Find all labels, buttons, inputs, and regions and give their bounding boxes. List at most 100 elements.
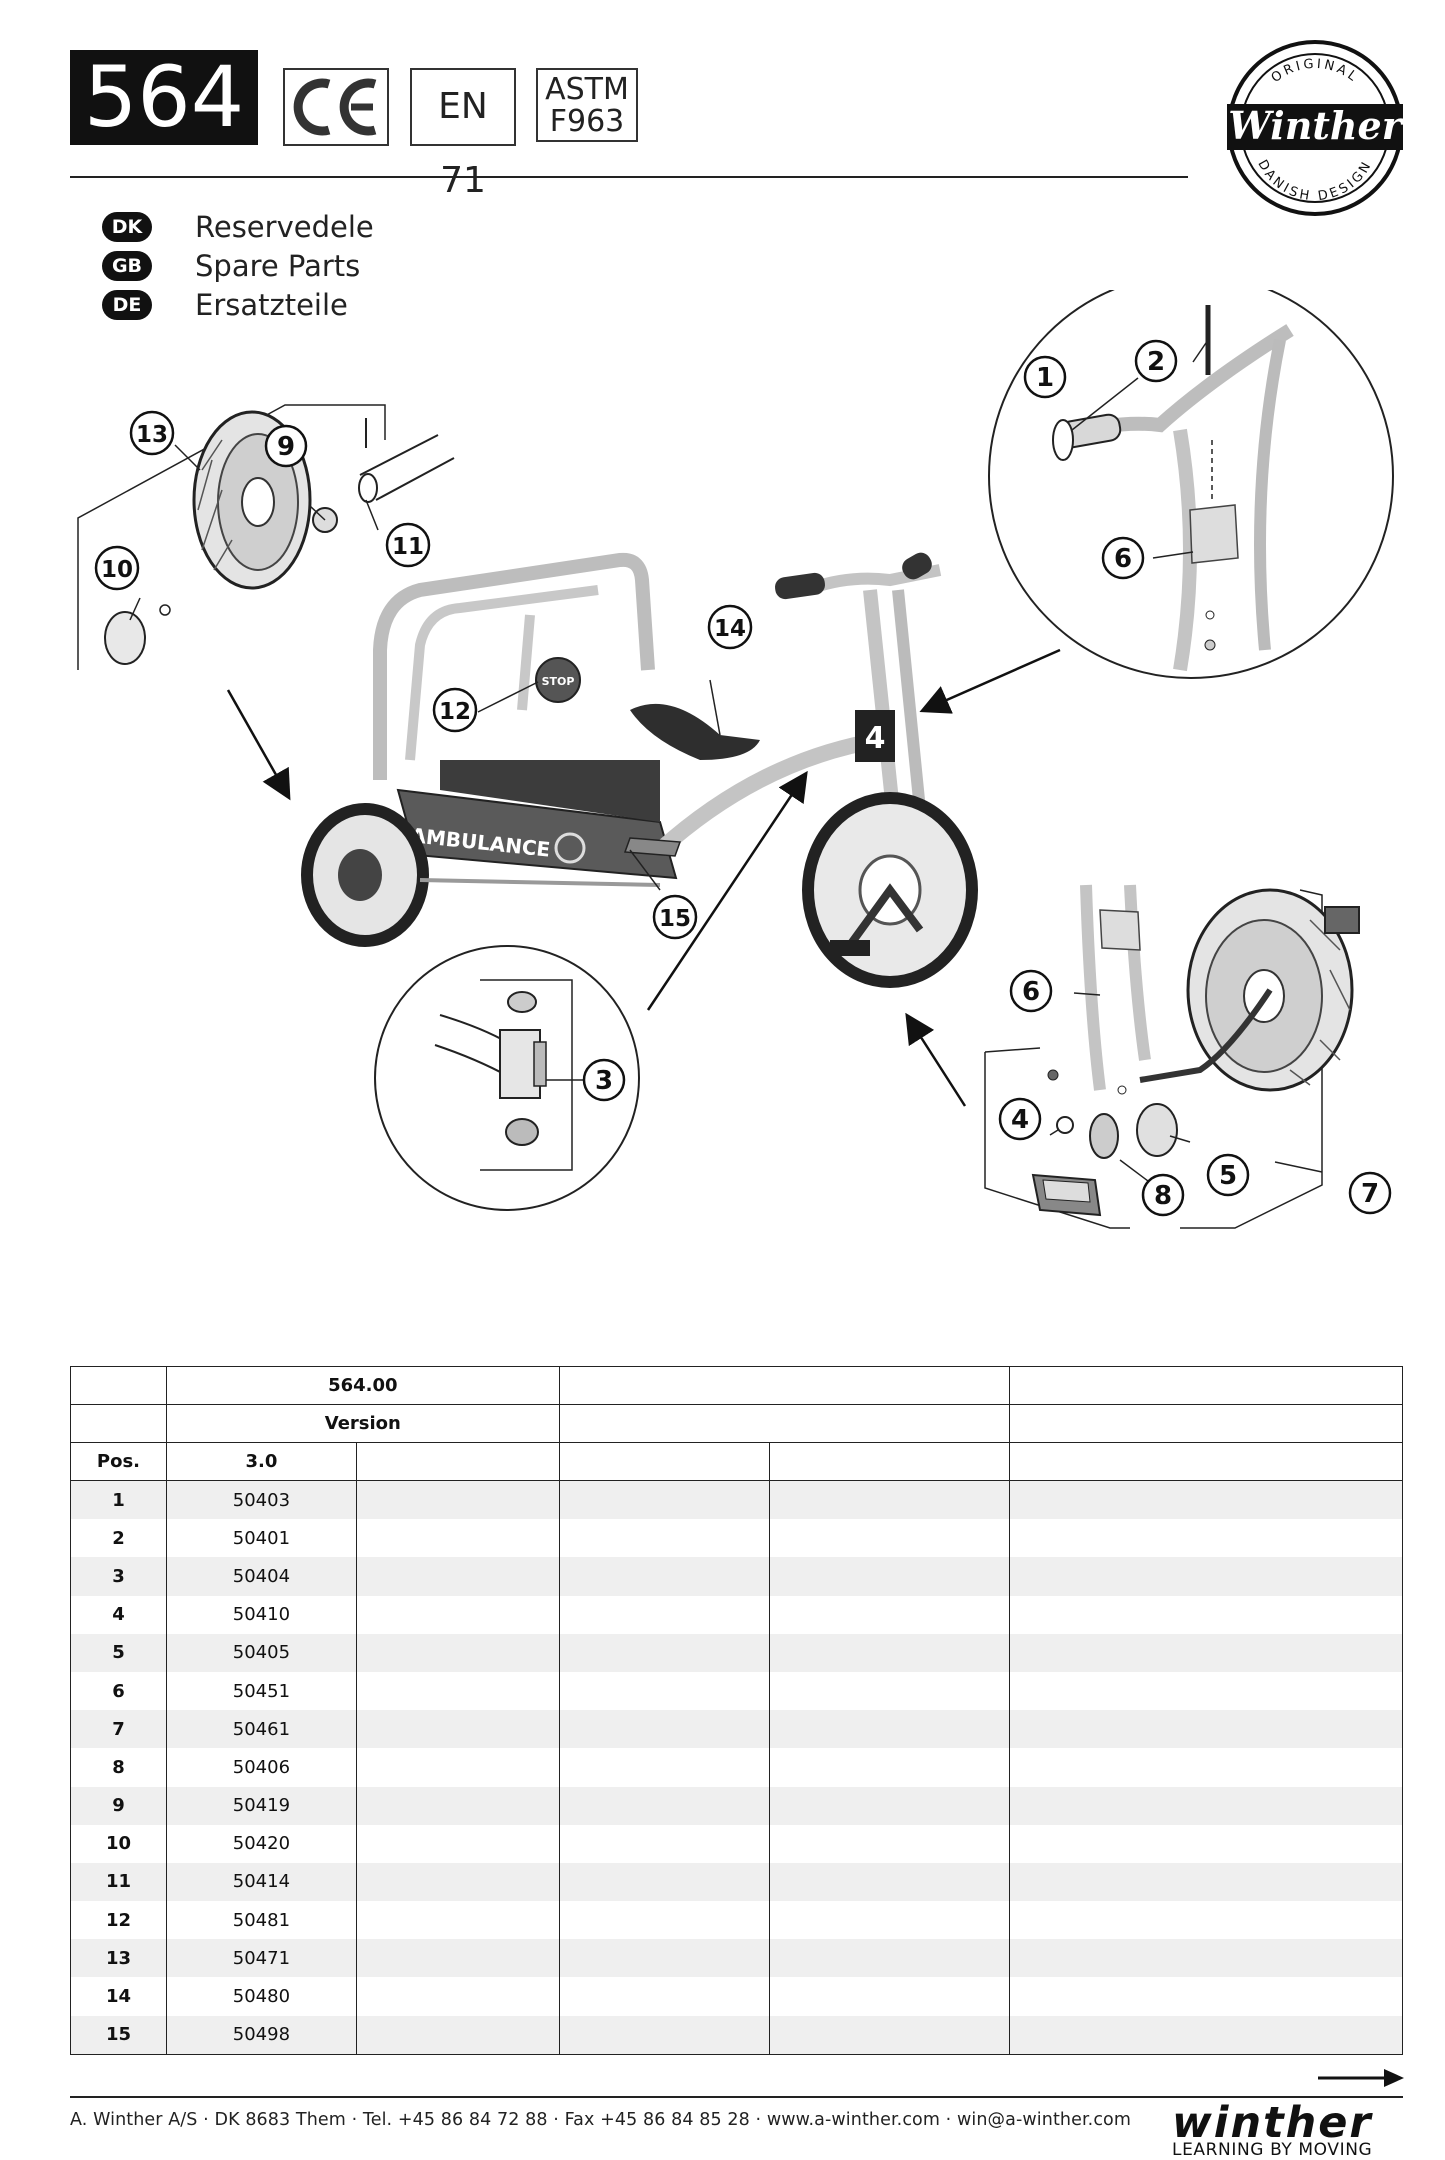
version-value: 3.0	[165, 1442, 357, 1481]
handlebar-detail	[988, 290, 1394, 679]
row-part-number: 50405	[165, 1633, 357, 1672]
table-cell	[558, 1633, 771, 1672]
table-cell	[558, 1977, 771, 2016]
pos-header: Pos.	[70, 1442, 167, 1481]
row-part-number: 50461	[165, 1710, 357, 1749]
table-cell	[769, 1633, 1011, 1672]
language-label: Spare Parts	[195, 249, 361, 283]
svg-text:14: 14	[714, 616, 746, 642]
row-part-number: 50410	[165, 1595, 357, 1634]
language-badge: DE	[102, 290, 152, 320]
row-pos: 5	[70, 1633, 167, 1672]
table-cell	[1009, 1786, 1403, 1825]
svg-text:10: 10	[101, 557, 133, 583]
winther-footer-logo: winther LEARNING BY MOVING	[1172, 2098, 1406, 2160]
row-part-number: 50498	[165, 2015, 357, 2055]
callout-2: 2	[1134, 339, 1178, 383]
callout-1: 1	[1023, 355, 1067, 399]
row-pos: 4	[70, 1595, 167, 1634]
table-cell	[558, 1480, 771, 1520]
callout-9: 9	[264, 424, 308, 468]
row-part-number: 50480	[165, 1977, 357, 2016]
table-cell	[355, 1824, 560, 1863]
table-cell	[558, 2015, 771, 2055]
version-label: Version	[165, 1404, 560, 1443]
astm-line2: F963	[549, 104, 625, 139]
svg-text:6: 6	[1114, 544, 1132, 574]
language-label: Ersatzteile	[195, 288, 348, 322]
row-part-number: 50401	[165, 1519, 357, 1558]
svg-text:5: 5	[1219, 1161, 1237, 1191]
language-label: Reservedele	[195, 210, 374, 244]
svg-text:12: 12	[439, 699, 471, 725]
table-cell	[769, 1595, 1011, 1634]
table-cell	[769, 1824, 1011, 1863]
table-cell	[558, 1748, 771, 1787]
row-part-number: 50414	[165, 1862, 357, 1902]
table-cell	[558, 1786, 771, 1825]
row-pos: 2	[70, 1519, 167, 1558]
table-cell	[1009, 1557, 1403, 1596]
table-cell	[558, 1595, 771, 1634]
table-cell	[355, 1901, 560, 1940]
row-pos: 1	[70, 1480, 167, 1520]
callout-5: 5	[1206, 1153, 1250, 1197]
table-cell	[558, 1557, 771, 1596]
row-pos: 9	[70, 1786, 167, 1825]
row-part-number: 50406	[165, 1748, 357, 1787]
en71-mark: EN 71	[410, 68, 516, 201]
row-pos: 8	[70, 1748, 167, 1787]
table-cell	[1009, 1519, 1403, 1558]
callout-13: 13	[129, 410, 175, 456]
next-page-arrow-icon	[1318, 2069, 1404, 2087]
table-cell	[355, 1557, 560, 1596]
svg-text:3: 3	[595, 1066, 613, 1096]
table-cell	[558, 1862, 771, 1902]
svg-text:11: 11	[392, 534, 424, 560]
model-number: 564	[70, 50, 258, 145]
row-part-number: 50471	[165, 1939, 357, 1978]
callout-7: 7	[1348, 1171, 1392, 1215]
table-cell	[769, 1939, 1011, 1978]
svg-text:6: 6	[1022, 977, 1040, 1007]
callout-10: 10	[94, 545, 140, 591]
row-part-number: 50451	[165, 1671, 357, 1711]
table-header-version: Version	[70, 1404, 1403, 1443]
row-pos: 11	[70, 1862, 167, 1902]
ce-logo-icon	[293, 78, 377, 136]
table-header-columns: Pos. 3.0	[70, 1442, 1403, 1481]
table-header-product: 564.00	[70, 1366, 1403, 1405]
svg-text:15: 15	[659, 906, 691, 932]
product-code: 564.00	[165, 1366, 560, 1405]
table-cell	[355, 1748, 560, 1787]
table-cell	[769, 1519, 1011, 1558]
table-cell	[355, 1595, 560, 1634]
tricycle-illustration: AMBULANCE STOP 4	[301, 552, 978, 988]
row-part-number: 50419	[165, 1786, 357, 1825]
language-row-gb: GB Spare Parts	[102, 249, 360, 283]
table-cell	[769, 1786, 1011, 1825]
table-cell	[1009, 1671, 1403, 1711]
svg-text:8: 8	[1154, 1181, 1172, 1211]
header-divider	[70, 176, 1188, 178]
table-cell	[355, 1862, 560, 1902]
table-cell	[769, 1977, 1011, 2016]
astm-line1: ASTM	[545, 72, 629, 107]
company-contact: A. Winther A/S · DK 8683 Them · Tel. +45…	[70, 2110, 1132, 2130]
table-cell	[355, 2015, 560, 2055]
table-cell	[1009, 1480, 1403, 1520]
table-cell	[355, 1633, 560, 1672]
row-pos: 14	[70, 1977, 167, 2016]
